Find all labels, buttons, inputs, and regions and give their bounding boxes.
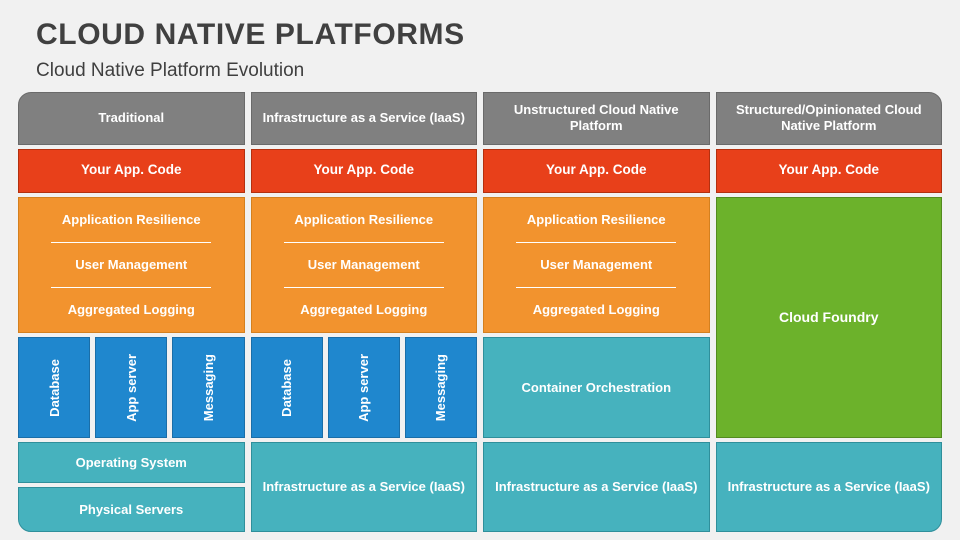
column-header-iaas: Infrastructure as a Service (IaaS) xyxy=(250,92,477,145)
platform-service-item: Application Resilience xyxy=(526,212,666,228)
operating-system-block: Operating System xyxy=(18,442,245,484)
column-header-structured-cnp: Structured/Opinionated Cloud Native Plat… xyxy=(715,92,942,145)
runtime-service-box: App server xyxy=(327,336,400,439)
runtime-service-label: Database xyxy=(46,358,62,417)
page-subtitle: Cloud Native Platform Evolution xyxy=(36,60,305,81)
platform-services-unstructured-cnp: Application Resilience User Management A… xyxy=(483,196,710,333)
platform-service-item: User Management xyxy=(23,242,240,287)
platform-service-item: Aggregated Logging xyxy=(488,287,705,332)
infrastructure-block-unstructured-cnp: Infrastructure as a Service (IaaS) xyxy=(483,442,710,532)
runtime-service-box: Database xyxy=(18,336,91,439)
runtime-service-label: Database xyxy=(279,358,295,417)
runtime-services-traditional: Database App server Messaging xyxy=(18,336,245,439)
platform-service-item: User Management xyxy=(488,242,705,287)
runtime-service-box: App server xyxy=(95,336,168,439)
runtime-service-box: Messaging xyxy=(404,336,478,439)
infrastructure-block-structured-cnp: Infrastructure as a Service (IaaS) xyxy=(715,442,942,532)
platform-evolution-diagram: Traditional Your App. Code Application R… xyxy=(18,92,942,532)
app-code-block-traditional: Your App. Code xyxy=(18,148,245,193)
column-iaas: Infrastructure as a Service (IaaS) Your … xyxy=(250,92,478,532)
runtime-service-label: Messaging xyxy=(433,354,449,422)
cloud-foundry-block: Cloud Foundry xyxy=(715,196,942,439)
column-header-unstructured-cnp: Unstructured Cloud Native Platform xyxy=(483,92,710,145)
column-unstructured-cnp: Unstructured Cloud Native Platform Your … xyxy=(483,92,710,532)
runtime-service-box: Database xyxy=(250,336,323,439)
runtime-services-iaas: Database App server Messaging xyxy=(250,336,478,439)
platform-service-item: Application Resilience xyxy=(294,212,434,228)
app-code-block-unstructured-cnp: Your App. Code xyxy=(483,148,710,193)
runtime-service-box: Messaging xyxy=(172,336,245,439)
runtime-service-label: Messaging xyxy=(200,353,216,422)
platform-services-iaas: Application Resilience User Management A… xyxy=(250,196,477,333)
platform-service-item: Application Resilience xyxy=(61,212,201,228)
container-orchestration-block: Container Orchestration xyxy=(483,336,710,439)
platform-service-item: User Management xyxy=(256,242,473,287)
physical-servers-block: Physical Servers xyxy=(18,487,245,532)
column-traditional: Traditional Your App. Code Application R… xyxy=(18,92,245,532)
platform-service-item: Aggregated Logging xyxy=(256,287,473,332)
column-structured-cnp: Structured/Opinionated Cloud Native Plat… xyxy=(715,92,942,532)
platform-services-traditional: Application Resilience User Management A… xyxy=(18,196,245,333)
app-code-block-structured-cnp: Your App. Code xyxy=(715,148,942,193)
app-code-block-iaas: Your App. Code xyxy=(250,148,477,193)
platform-service-item: Aggregated Logging xyxy=(23,287,240,332)
infrastructure-block-iaas: Infrastructure as a Service (IaaS) xyxy=(250,442,477,532)
runtime-service-label: App server xyxy=(356,353,372,422)
column-header-traditional: Traditional xyxy=(18,92,245,145)
page-title: CLOUD NATIVE PLATFORMS xyxy=(36,18,465,51)
runtime-service-label: App server xyxy=(123,353,139,422)
